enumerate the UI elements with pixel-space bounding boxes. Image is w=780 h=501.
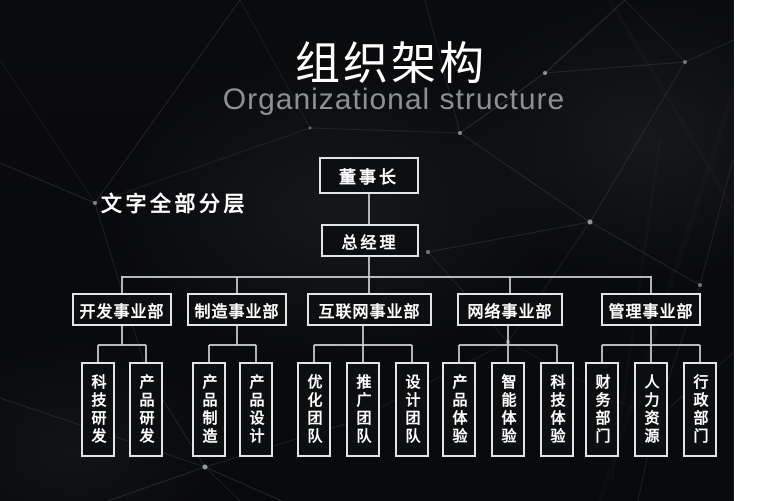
leaf-box-tech-exp: 科技体验 (540, 362, 574, 457)
leaf-box-product-design: 产品设计 (239, 362, 273, 457)
leaf-box-hr: 人力资源 (634, 362, 668, 457)
chairman-box: 董事长 (319, 157, 419, 194)
leaf-box-product-rd: 产品研发 (129, 362, 163, 457)
dept-box-development: 开发事业部 (72, 293, 172, 326)
leaf-box-smart-exp: 智能体验 (491, 362, 525, 457)
leaf-box-product-mfg: 产品制造 (192, 362, 226, 457)
dept-box-manufacturing: 制造事业部 (187, 293, 287, 326)
leaf-box-promo-team: 推广团队 (346, 362, 380, 457)
dept-box-internet: 互联网事业部 (307, 293, 432, 326)
leaf-box-product-exp: 产品体验 (442, 362, 476, 457)
general-manager-box: 总经理 (321, 224, 419, 257)
slide-canvas: 组织架构 Organizational structure 文字全部分层 (0, 0, 734, 501)
leaf-box-optimize-team: 优化团队 (297, 362, 331, 457)
page-subtitle: Organizational structure (222, 83, 566, 116)
leaf-box-finance: 财务部门 (585, 362, 619, 457)
dept-box-network: 网络事业部 (457, 293, 563, 326)
leaf-box-tech-rd: 科技研发 (81, 362, 115, 457)
layer-note-label: 文字全部分层 (101, 193, 248, 216)
dept-box-management: 管理事业部 (601, 293, 701, 326)
leaf-box-design-team: 设计团队 (395, 362, 429, 457)
org-chart-connectors (97, 194, 701, 363)
white-right-margin (734, 0, 780, 501)
page-title: 组织架构 (294, 38, 487, 89)
leaf-box-admin: 行政部门 (683, 362, 717, 457)
